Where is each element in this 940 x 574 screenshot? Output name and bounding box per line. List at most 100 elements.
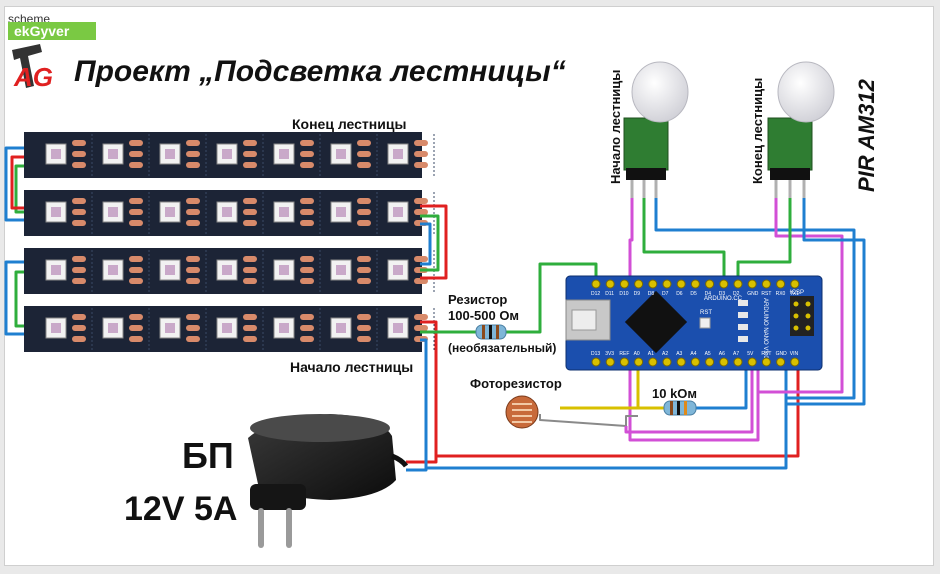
wire-gnd-blue (426, 366, 788, 470)
led-core (222, 149, 232, 159)
arduino-pin (733, 279, 743, 289)
arduino-pin-label: VIN (790, 351, 799, 357)
led-core (108, 149, 118, 159)
logo-banner-box (8, 22, 96, 40)
strip-label-end: Конец лестницы (292, 116, 406, 132)
strip-pad (129, 314, 143, 320)
wires (4, 146, 866, 472)
strip-pad (414, 140, 428, 146)
strip-pad (357, 256, 371, 262)
arduino-pin-label: A6 (719, 351, 725, 357)
wire-pir-left-gnd (654, 196, 856, 400)
arduino-pin (776, 279, 786, 289)
strip-pad (72, 220, 86, 226)
strip-pad (129, 267, 143, 273)
photoresistor-label: Фоторезистор (470, 376, 562, 391)
strip-pad (357, 278, 371, 284)
led-core (222, 323, 232, 333)
pir-board (767, 117, 813, 171)
pir-board (623, 117, 669, 171)
pir-sensor-end (767, 61, 835, 198)
arduino-pin (634, 279, 644, 289)
strip-pad (243, 256, 257, 262)
psu-label: БП (182, 435, 234, 476)
wire-strip-link-blue-right (420, 222, 432, 266)
strip-pad (357, 336, 371, 342)
arduino-pin (761, 279, 771, 289)
arduino-pin (662, 279, 672, 289)
arduino-pin-label: A3 (676, 351, 682, 357)
strip-pad (357, 220, 371, 226)
arduino-pin-label: GND (776, 351, 788, 357)
data-resistor (475, 324, 507, 340)
arduino-pin (705, 357, 715, 367)
resistor-band-3 (496, 325, 499, 339)
strip-pad (72, 209, 86, 215)
arduino-pin-label: D10 (619, 291, 628, 297)
wire-strip-link-blue-left-1 (4, 146, 24, 222)
strip-pad (357, 198, 371, 204)
strip-pad (186, 267, 200, 273)
strip-pad (186, 256, 200, 262)
strip-pad (414, 198, 428, 204)
led-core (51, 207, 61, 217)
strip-pad (357, 151, 371, 157)
power-supply (248, 414, 409, 548)
psu-top (250, 414, 390, 442)
arduino-pin-label: D7 (662, 291, 669, 297)
arduino-pin-label: GND (747, 291, 759, 297)
pir-dome (631, 61, 689, 123)
strip-pad (357, 209, 371, 215)
psu-plug-pin-2 (286, 508, 292, 548)
arduino-pin (676, 279, 686, 289)
arduino-led (738, 312, 748, 318)
psu-rating: 12V 5A (124, 490, 237, 528)
wire-strip-link-green-left-1 (14, 164, 24, 214)
pir-model: PIR AM312 (854, 78, 879, 192)
icsp-pin (805, 301, 811, 307)
strip-pad (243, 220, 257, 226)
strip-pad (300, 140, 314, 146)
icsp-pin (805, 325, 811, 331)
psu-plug-pin-1 (258, 508, 264, 548)
arduino-pin (591, 279, 601, 289)
strip-pad (129, 151, 143, 157)
strip-pad (72, 198, 86, 204)
icsp-pin (805, 313, 811, 319)
arduino-pin-label: D2 (733, 291, 740, 297)
arduino-reset-button[interactable] (699, 317, 711, 329)
strip-pad (243, 198, 257, 204)
pulldown-band-2 (677, 401, 680, 415)
led-core (165, 265, 175, 275)
strip-pad (357, 267, 371, 273)
strip-pad (129, 256, 143, 262)
led-core (336, 265, 346, 275)
photoresistor-body (505, 395, 539, 429)
arduino-pin-label: D12 (591, 291, 600, 297)
resistor-value: 100-500 Ом (448, 308, 519, 323)
strip-pad (243, 278, 257, 284)
strip-pad (243, 267, 257, 273)
strip-pad (300, 198, 314, 204)
led-strip (24, 248, 435, 294)
wire-pir-right-signal (736, 196, 792, 282)
wire-strip-link-blue-left-2 (4, 260, 24, 336)
arduino-pin-label: TX1 (790, 291, 799, 297)
strip-pad (72, 162, 86, 168)
arduino-chip (624, 290, 688, 354)
strip-pad (72, 267, 86, 273)
wire-power-blue (406, 338, 428, 472)
arduino-pin-label: D11 (605, 291, 614, 297)
strip-pad (243, 209, 257, 215)
led-core (393, 265, 403, 275)
strip-pad (72, 151, 86, 157)
arduino-pin (591, 357, 601, 367)
arduino-pin-label: D4 (705, 291, 712, 297)
pulldown-band-3 (684, 401, 687, 415)
logo: ekGyver AG (8, 22, 96, 92)
resistor-band-1 (482, 325, 485, 339)
strip-pad (414, 256, 428, 262)
arduino-icsp-label: ICSP (790, 290, 804, 296)
led-core (393, 207, 403, 217)
led-core (222, 265, 232, 275)
